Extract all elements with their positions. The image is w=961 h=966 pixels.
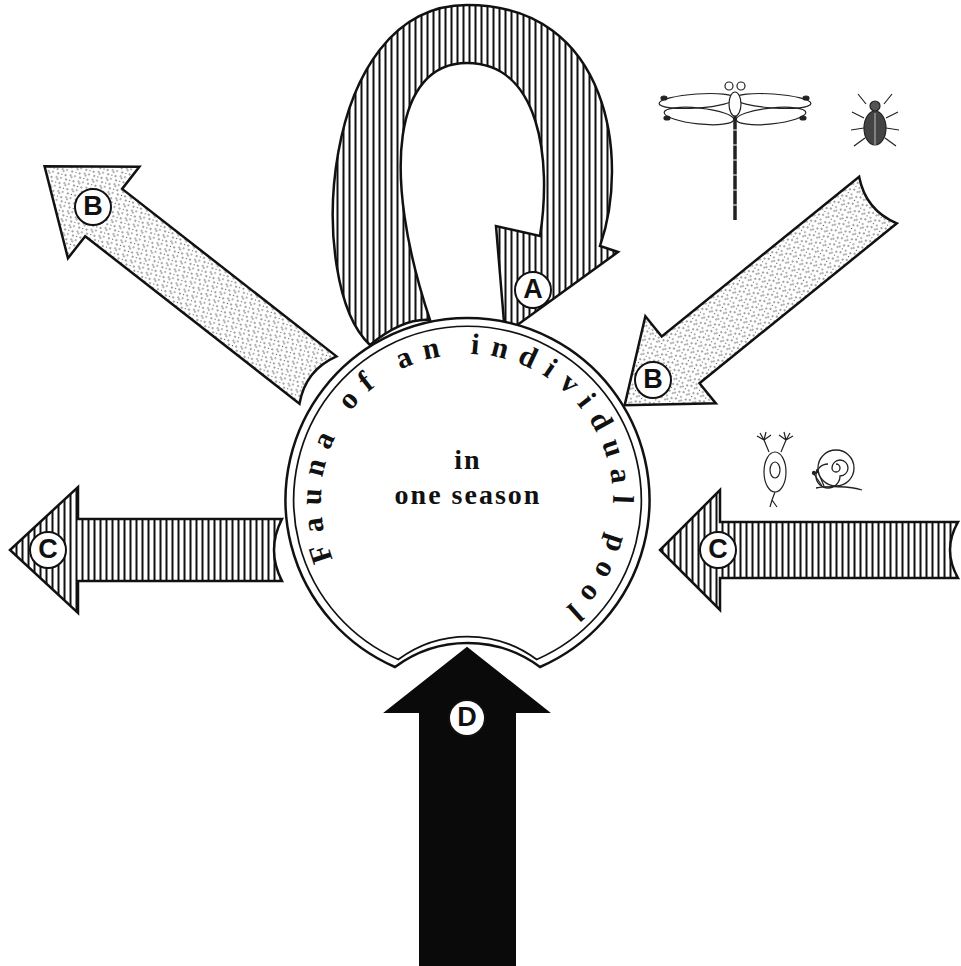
pool-caption: one season	[285, 477, 651, 512]
pool-caption: in	[285, 442, 651, 477]
label-anchor: D	[448, 699, 486, 737]
snail-drawing	[813, 450, 863, 490]
dragonfly-drawing	[659, 82, 812, 220]
arrow-letter: A	[514, 271, 552, 309]
pool-text-column: inone season	[285, 442, 651, 512]
label-anchor: B	[74, 188, 112, 226]
label-anchor: C	[29, 531, 67, 569]
passive-in-arrow	[660, 490, 958, 610]
beetle-drawing	[851, 94, 899, 146]
label-anchor: C	[699, 531, 737, 569]
pool-circle: Fauna of an individual poolinone season	[285, 318, 651, 684]
label-anchor: A	[514, 271, 552, 309]
immigration-arrow	[589, 156, 913, 448]
loop-arrow	[333, 5, 618, 345]
arrow-letter: C	[699, 531, 737, 569]
arrow-letter: C	[29, 531, 67, 569]
arrow-letter: B	[634, 361, 672, 399]
rotifer-drawing	[757, 432, 793, 507]
source-arrow	[386, 648, 548, 966]
arrow-letter: D	[448, 699, 486, 737]
label-anchor: B	[634, 361, 672, 399]
passive-out-arrow	[10, 487, 282, 613]
emigration-arrow	[9, 121, 354, 426]
arrow-letter: B	[74, 188, 112, 226]
